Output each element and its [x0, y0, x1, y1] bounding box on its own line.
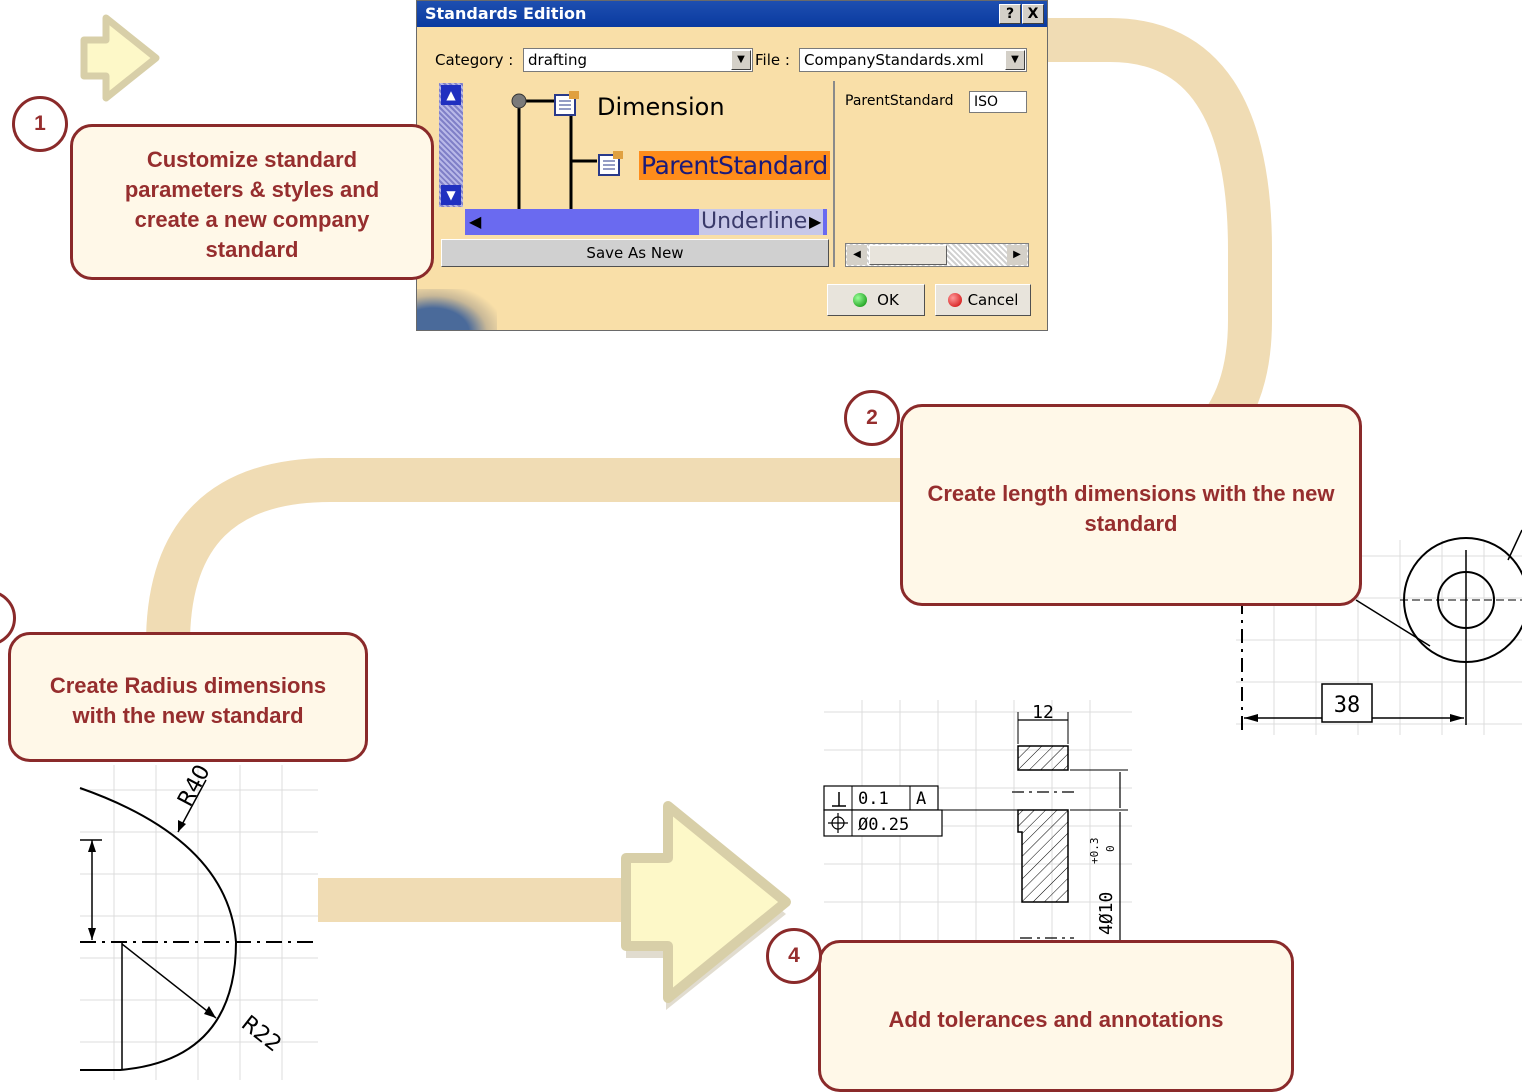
save-as-new-button[interactable]: Save As New — [441, 239, 829, 267]
step-3-callout: Create Radius dimensions with the new st… — [8, 632, 368, 762]
ok-icon — [853, 293, 868, 307]
step-1-callout: Customize standard parameters & styles a… — [70, 124, 434, 280]
feature-control-frame: 0.1 A Ø0.25 — [823, 785, 943, 837]
step-3-text: Create Radius dimensions with the new st… — [49, 673, 327, 728]
length-value: 38 — [1334, 693, 1361, 718]
scroll-right-icon[interactable]: ▶ — [809, 212, 822, 231]
file-dropdown-icon[interactable]: ▼ — [1005, 50, 1025, 70]
ok-label: OK — [877, 291, 899, 309]
dimension-node-icon — [554, 91, 579, 116]
step-2-text: Create length dimensions with the new st… — [927, 481, 1335, 536]
tol-upper: +0.3 — [1088, 838, 1101, 865]
category-dropdown-icon[interactable]: ▼ — [731, 50, 751, 70]
category-select[interactable]: drafting — [523, 48, 753, 72]
splitter[interactable] — [833, 81, 835, 267]
step-2-number: 2 — [844, 390, 900, 446]
standards-edition-dialog: Standards Edition ? X Category : draftin… — [416, 0, 1048, 331]
perpendicularity-value: 0.1 — [858, 789, 889, 809]
step-4-number: 4 — [766, 928, 822, 984]
position-value: Ø0.25 — [858, 815, 909, 835]
length-value-box — [1321, 683, 1373, 723]
parentstandard-node-icon — [598, 151, 623, 176]
step-1-number: 1 — [12, 96, 68, 152]
tree-lines — [511, 93, 597, 211]
bottom-connector — [318, 878, 648, 922]
tree-item-dimension[interactable]: Dimension — [597, 93, 725, 121]
scroll-left-icon[interactable]: ◀ — [469, 212, 482, 231]
file-label: File : — [755, 51, 790, 69]
param-scroll-thumb[interactable] — [869, 245, 947, 265]
file-select[interactable]: CompanyStandards.xml — [799, 48, 1027, 72]
param-scroll-left-icon[interactable]: ◀ — [847, 245, 867, 265]
help-button[interactable]: ? — [999, 4, 1021, 24]
cancel-button[interactable]: Cancel — [935, 284, 1031, 316]
close-button[interactable]: X — [1022, 4, 1044, 24]
width-label: 12 — [1032, 702, 1054, 723]
step-2-callout: Create length dimensions with the new st… — [900, 404, 1362, 606]
step-4-text: Add tolerances and annotations — [888, 1007, 1224, 1032]
param-value-field[interactable]: ISO — [969, 91, 1027, 113]
tree-item-parentstandard[interactable]: ParentStandard — [639, 151, 830, 180]
step-4-callout: Add tolerances and annotations — [818, 940, 1294, 1092]
category-label: Category : — [435, 51, 514, 69]
cancel-label: Cancel — [967, 291, 1019, 309]
catia-logo — [417, 289, 497, 330]
step-1-text: Customize standard parameters & styles a… — [124, 147, 380, 262]
tol-lower: 0 — [1104, 845, 1117, 852]
diameter-label: 4Ø10 — [1096, 892, 1117, 935]
scroll-up-icon[interactable]: ▲ — [441, 85, 461, 105]
param-label: ParentStandard — [845, 93, 954, 109]
datum-label: A — [916, 789, 926, 809]
dialog-title: Standards Edition — [417, 1, 1047, 27]
scrollbar-thumb[interactable]: Underline — [699, 209, 823, 235]
scroll-down-icon[interactable]: ▼ — [441, 185, 461, 205]
param-scroll-right-icon[interactable]: ▶ — [1007, 245, 1027, 265]
ok-button[interactable]: OK — [827, 284, 925, 316]
tree-item-underline: Underline — [701, 209, 808, 234]
cancel-icon — [947, 293, 962, 307]
